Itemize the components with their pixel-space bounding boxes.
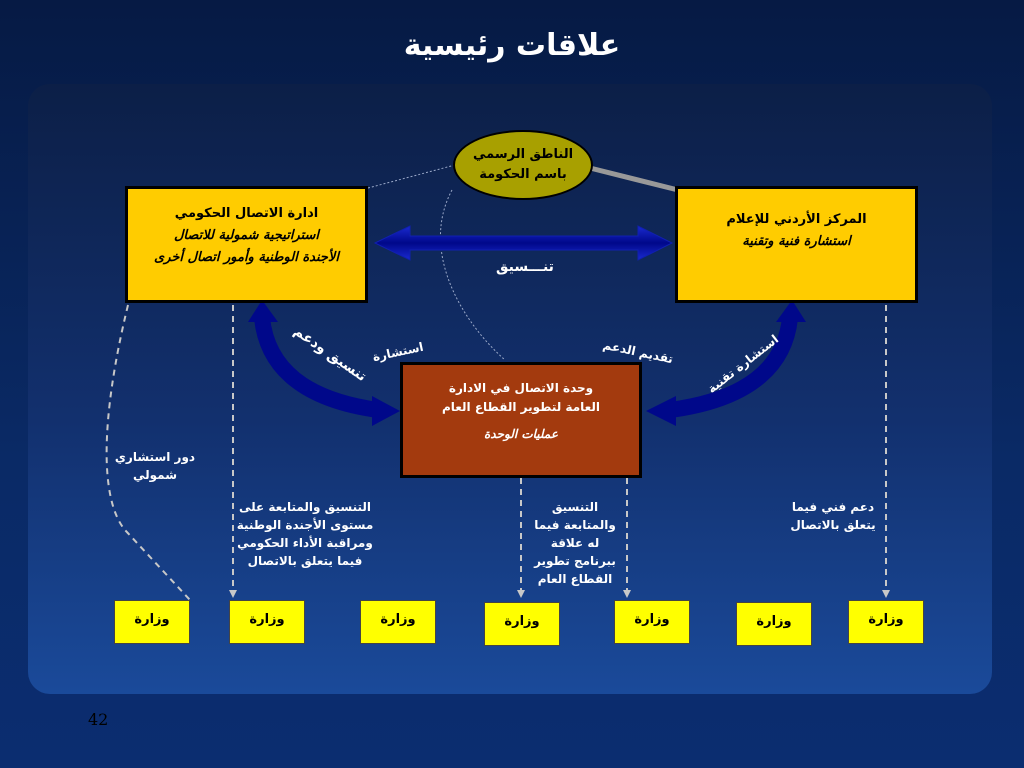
coordination-label: تنـــسيق bbox=[496, 259, 554, 275]
ministry-box-1: وزارة bbox=[114, 600, 190, 644]
gov-comm-title: ادارة الاتصال الحكومي bbox=[174, 206, 319, 221]
ministry-box-4: وزارة bbox=[484, 602, 560, 646]
spokesman-line2: باسم الحكومة bbox=[479, 167, 567, 182]
page-number: 42 bbox=[88, 710, 109, 729]
advisory-dashed-line bbox=[105, 304, 191, 601]
unit-coord-line2: والمتابعة فيما bbox=[534, 518, 616, 532]
comm-unit-line1: وحدة الاتصال في الادارة bbox=[448, 381, 594, 395]
unit-coord-label: التنسيق والمتابعة فيما له علاقة ببرنامج … bbox=[520, 498, 630, 588]
follow-up-line1: التنسيق والمتابعة على bbox=[238, 500, 372, 514]
tech-support-line1: دعم فني فيما bbox=[791, 500, 875, 514]
tech-support-label: دعم فني فيما يتعلق بالاتصال bbox=[778, 498, 888, 534]
jordan-media-box: المركز الأردني للإعلام استشارة فنية وتقن… bbox=[675, 186, 918, 303]
spokesman-line1: الناطق الرسمي bbox=[472, 147, 574, 162]
ministry-box-7: وزارة bbox=[848, 600, 924, 644]
follow-up-line3: ومراقبة الأداء الحكومي bbox=[237, 536, 373, 550]
coordination-arrow bbox=[373, 225, 674, 261]
spokesman-link-right bbox=[589, 165, 679, 193]
advisory-role-label: دور استشاري شمولي bbox=[100, 448, 210, 484]
comm-unit-operations: عمليات الوحدة bbox=[483, 427, 558, 441]
spokesman-node: الناطق الرسمي باسم الحكومة bbox=[453, 130, 593, 200]
jordan-media-consulting: استشارة فنية وتقنية bbox=[742, 234, 851, 249]
gov-comm-agenda: الأجندة الوطنية وأمور اتصال أخرى bbox=[154, 250, 339, 265]
ministry-box-6: وزارة bbox=[736, 602, 812, 646]
ministry-box-2: وزارة bbox=[229, 600, 305, 644]
followup-dashed-line bbox=[229, 305, 237, 598]
comm-unit-box: وحدة الاتصال في الادارة العامة لتطوير ال… bbox=[400, 362, 642, 478]
ministry-box-5: وزارة bbox=[614, 600, 690, 644]
follow-up-line2: مستوى الأجندة الوطنية bbox=[236, 518, 374, 532]
tech-support-line2: يتعلق بالاتصال bbox=[790, 518, 876, 532]
right-curved-arrow bbox=[646, 300, 806, 426]
unit-coord-line1: التنسيق bbox=[551, 500, 599, 514]
follow-up-label: التنسيق والمتابعة على مستوى الأجندة الوط… bbox=[225, 498, 385, 570]
follow-up-line4: فيما يتعلق بالاتصال bbox=[247, 554, 363, 568]
gov-comm-box: ادارة الاتصال الحكومي استراتيجية شمولية … bbox=[125, 186, 368, 303]
unit-coord-line3: له علاقة bbox=[550, 536, 600, 550]
gov-comm-strategy: استراتيجية شمولية للاتصال bbox=[173, 228, 320, 243]
advisory-role-line1: دور استشاري bbox=[114, 450, 196, 464]
unit-coord-line4: ببرنامج تطوير bbox=[534, 554, 616, 568]
advisory-role-line2: شمولي bbox=[132, 468, 177, 482]
slide-title: علاقات رئيسية bbox=[403, 28, 621, 63]
unit-coord-line5: القطاع العام bbox=[537, 572, 613, 586]
unit-dashed-line-left bbox=[517, 478, 525, 598]
spokesman-link-unit bbox=[439, 189, 506, 361]
jordan-media-title: المركز الأردني للإعلام bbox=[726, 212, 867, 227]
comm-unit-line2: العامة لتطوير القطاع العام bbox=[441, 400, 601, 414]
ministry-box-3: وزارة bbox=[360, 600, 436, 644]
left-curved-arrow bbox=[248, 300, 400, 426]
techsupport-dashed-line bbox=[882, 305, 890, 598]
spokesman-link-left bbox=[367, 164, 456, 189]
unit-dashed-line-right bbox=[623, 478, 631, 598]
